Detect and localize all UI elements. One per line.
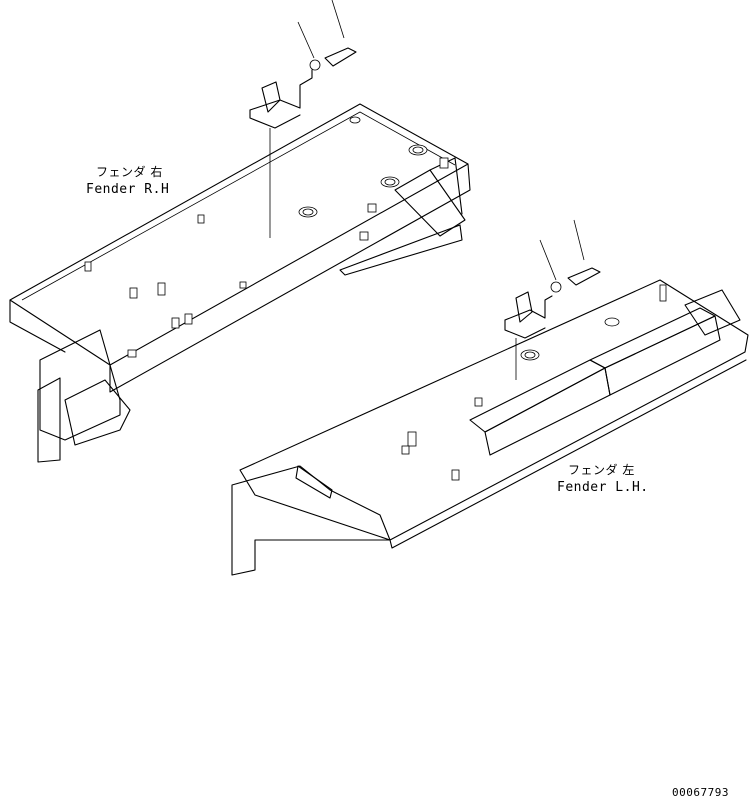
right-fender-label-en: Fender R.H bbox=[86, 182, 170, 197]
right-fender-label-jp: フェンダ 右 bbox=[96, 165, 163, 179]
right-bracket-assembly bbox=[249, 0, 357, 238]
left-bracket-assembly bbox=[504, 219, 601, 380]
drawing-number: 00067793 bbox=[672, 786, 729, 799]
left-fender-label-en: Fender L.H. bbox=[557, 480, 649, 495]
left-fender-label-jp: フェンダ 左 bbox=[568, 463, 635, 477]
left-fender bbox=[231, 279, 749, 576]
right-fender bbox=[9, 103, 471, 463]
